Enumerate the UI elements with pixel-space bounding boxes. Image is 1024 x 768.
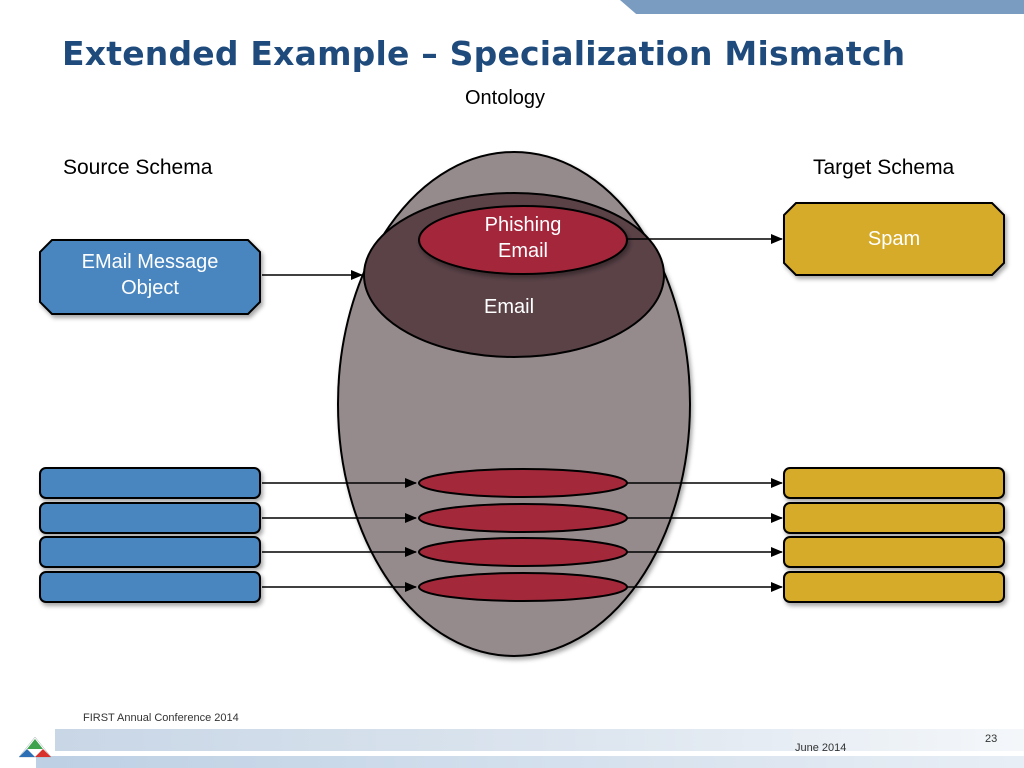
ontology-concept-ellipse[interactable]	[418, 503, 628, 533]
header-accent-band	[620, 0, 1024, 14]
source-schema-label: Source Schema	[63, 156, 213, 179]
ontology-concept-ellipse[interactable]	[418, 537, 628, 567]
target-row-box[interactable]	[783, 536, 1005, 568]
source-row-box[interactable]	[39, 502, 261, 534]
target-spam-label: Spam	[867, 228, 921, 250]
footer-band-lower	[36, 756, 1024, 768]
footer-date: June 2014	[795, 742, 847, 754]
conference-logo-icon	[18, 736, 52, 758]
email-concept-label: Email	[480, 294, 539, 320]
source-email-message-box[interactable]	[39, 239, 261, 315]
ontology-concept-ellipse[interactable]	[418, 572, 628, 602]
phishing-email-label: Phishing Email	[484, 214, 562, 262]
source-email-message-label: EMail Message Object	[81, 251, 219, 299]
footer-conference: FIRST Annual Conference 2014	[83, 712, 239, 724]
footer-band	[55, 729, 1024, 751]
target-row-box[interactable]	[783, 467, 1005, 499]
target-row-box[interactable]	[783, 571, 1005, 603]
slide-title: Extended Example – Specialization Mismat…	[62, 34, 906, 73]
target-spam-box[interactable]	[783, 202, 1005, 276]
source-row-box[interactable]	[39, 536, 261, 568]
source-row-box[interactable]	[39, 467, 261, 499]
ontology-label: Ontology	[465, 87, 546, 109]
target-row-box[interactable]	[783, 502, 1005, 534]
source-row-box[interactable]	[39, 571, 261, 603]
ontology-concept-ellipse[interactable]	[418, 468, 628, 498]
page-number: 23	[985, 733, 998, 745]
phishing-email-ellipse[interactable]	[418, 205, 628, 275]
target-schema-label: Target Schema	[813, 156, 955, 179]
